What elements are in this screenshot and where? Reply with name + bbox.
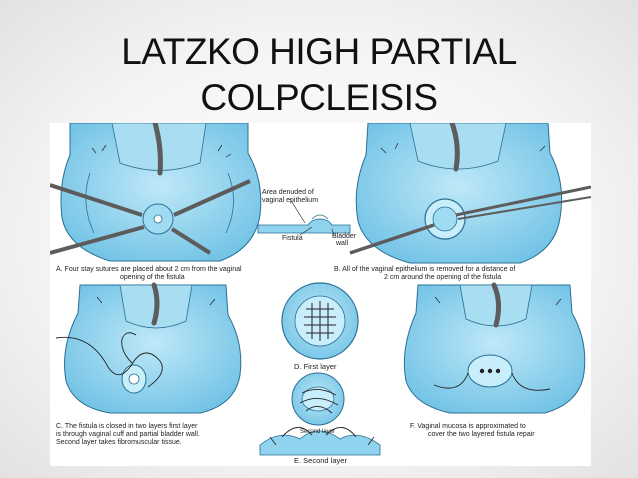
panel-d-drawing bbox=[281, 282, 359, 360]
label-bladder-1: Bladder bbox=[332, 233, 357, 240]
panel-a-drawing bbox=[50, 123, 262, 262]
label-fistula: Fistula bbox=[282, 235, 303, 242]
caption-a-line-2: opening of the fistula bbox=[120, 274, 185, 281]
label-area-denuded-1: Area denuded of bbox=[262, 189, 314, 196]
inset-fistula-section bbox=[257, 198, 351, 236]
label-second-layer: Second layer bbox=[300, 429, 336, 435]
slide-title-line-2: COLPCLEISIS bbox=[200, 77, 438, 118]
caption-c-line-1: C. The fistula is closed in two layers f… bbox=[56, 423, 198, 430]
caption-c-line-2: is through vaginal cuff and partial blad… bbox=[56, 431, 200, 438]
caption-f-line-1: F. Vaginal mucosa is approximated to bbox=[410, 423, 526, 430]
panel-b-drawing bbox=[349, 123, 591, 264]
caption-b-line-2: 2 cm around the opening of the fistula bbox=[384, 274, 502, 281]
caption-c-line-3: Second layer takes fibromuscular tissue. bbox=[56, 439, 182, 446]
slide-title-line-1: LATZKO HIGH PARTIAL bbox=[121, 31, 517, 72]
illustration-drawing bbox=[50, 123, 591, 456]
caption-a-line-1: A. Four stay sutures are placed about 2 … bbox=[56, 266, 242, 273]
label-area-denuded-2: vaginal epithelium bbox=[262, 197, 319, 204]
second-layer-small-drawing bbox=[291, 372, 345, 426]
caption-d: D. First layer bbox=[294, 362, 337, 371]
caption-f-line-2: cover the two layered fistula repair bbox=[428, 431, 535, 438]
caption-e: E. Second layer bbox=[294, 456, 347, 465]
panel-e-drawing bbox=[259, 427, 381, 456]
panel-f-drawing bbox=[403, 282, 586, 414]
label-bladder-2: wall bbox=[336, 240, 349, 247]
caption-b-line-1: B. All of the vaginal epithelium is remo… bbox=[334, 266, 516, 273]
panel-c-drawing bbox=[55, 282, 242, 414]
surgical-illustration: Area denuded of vaginal epithelium Fistu… bbox=[50, 123, 591, 466]
